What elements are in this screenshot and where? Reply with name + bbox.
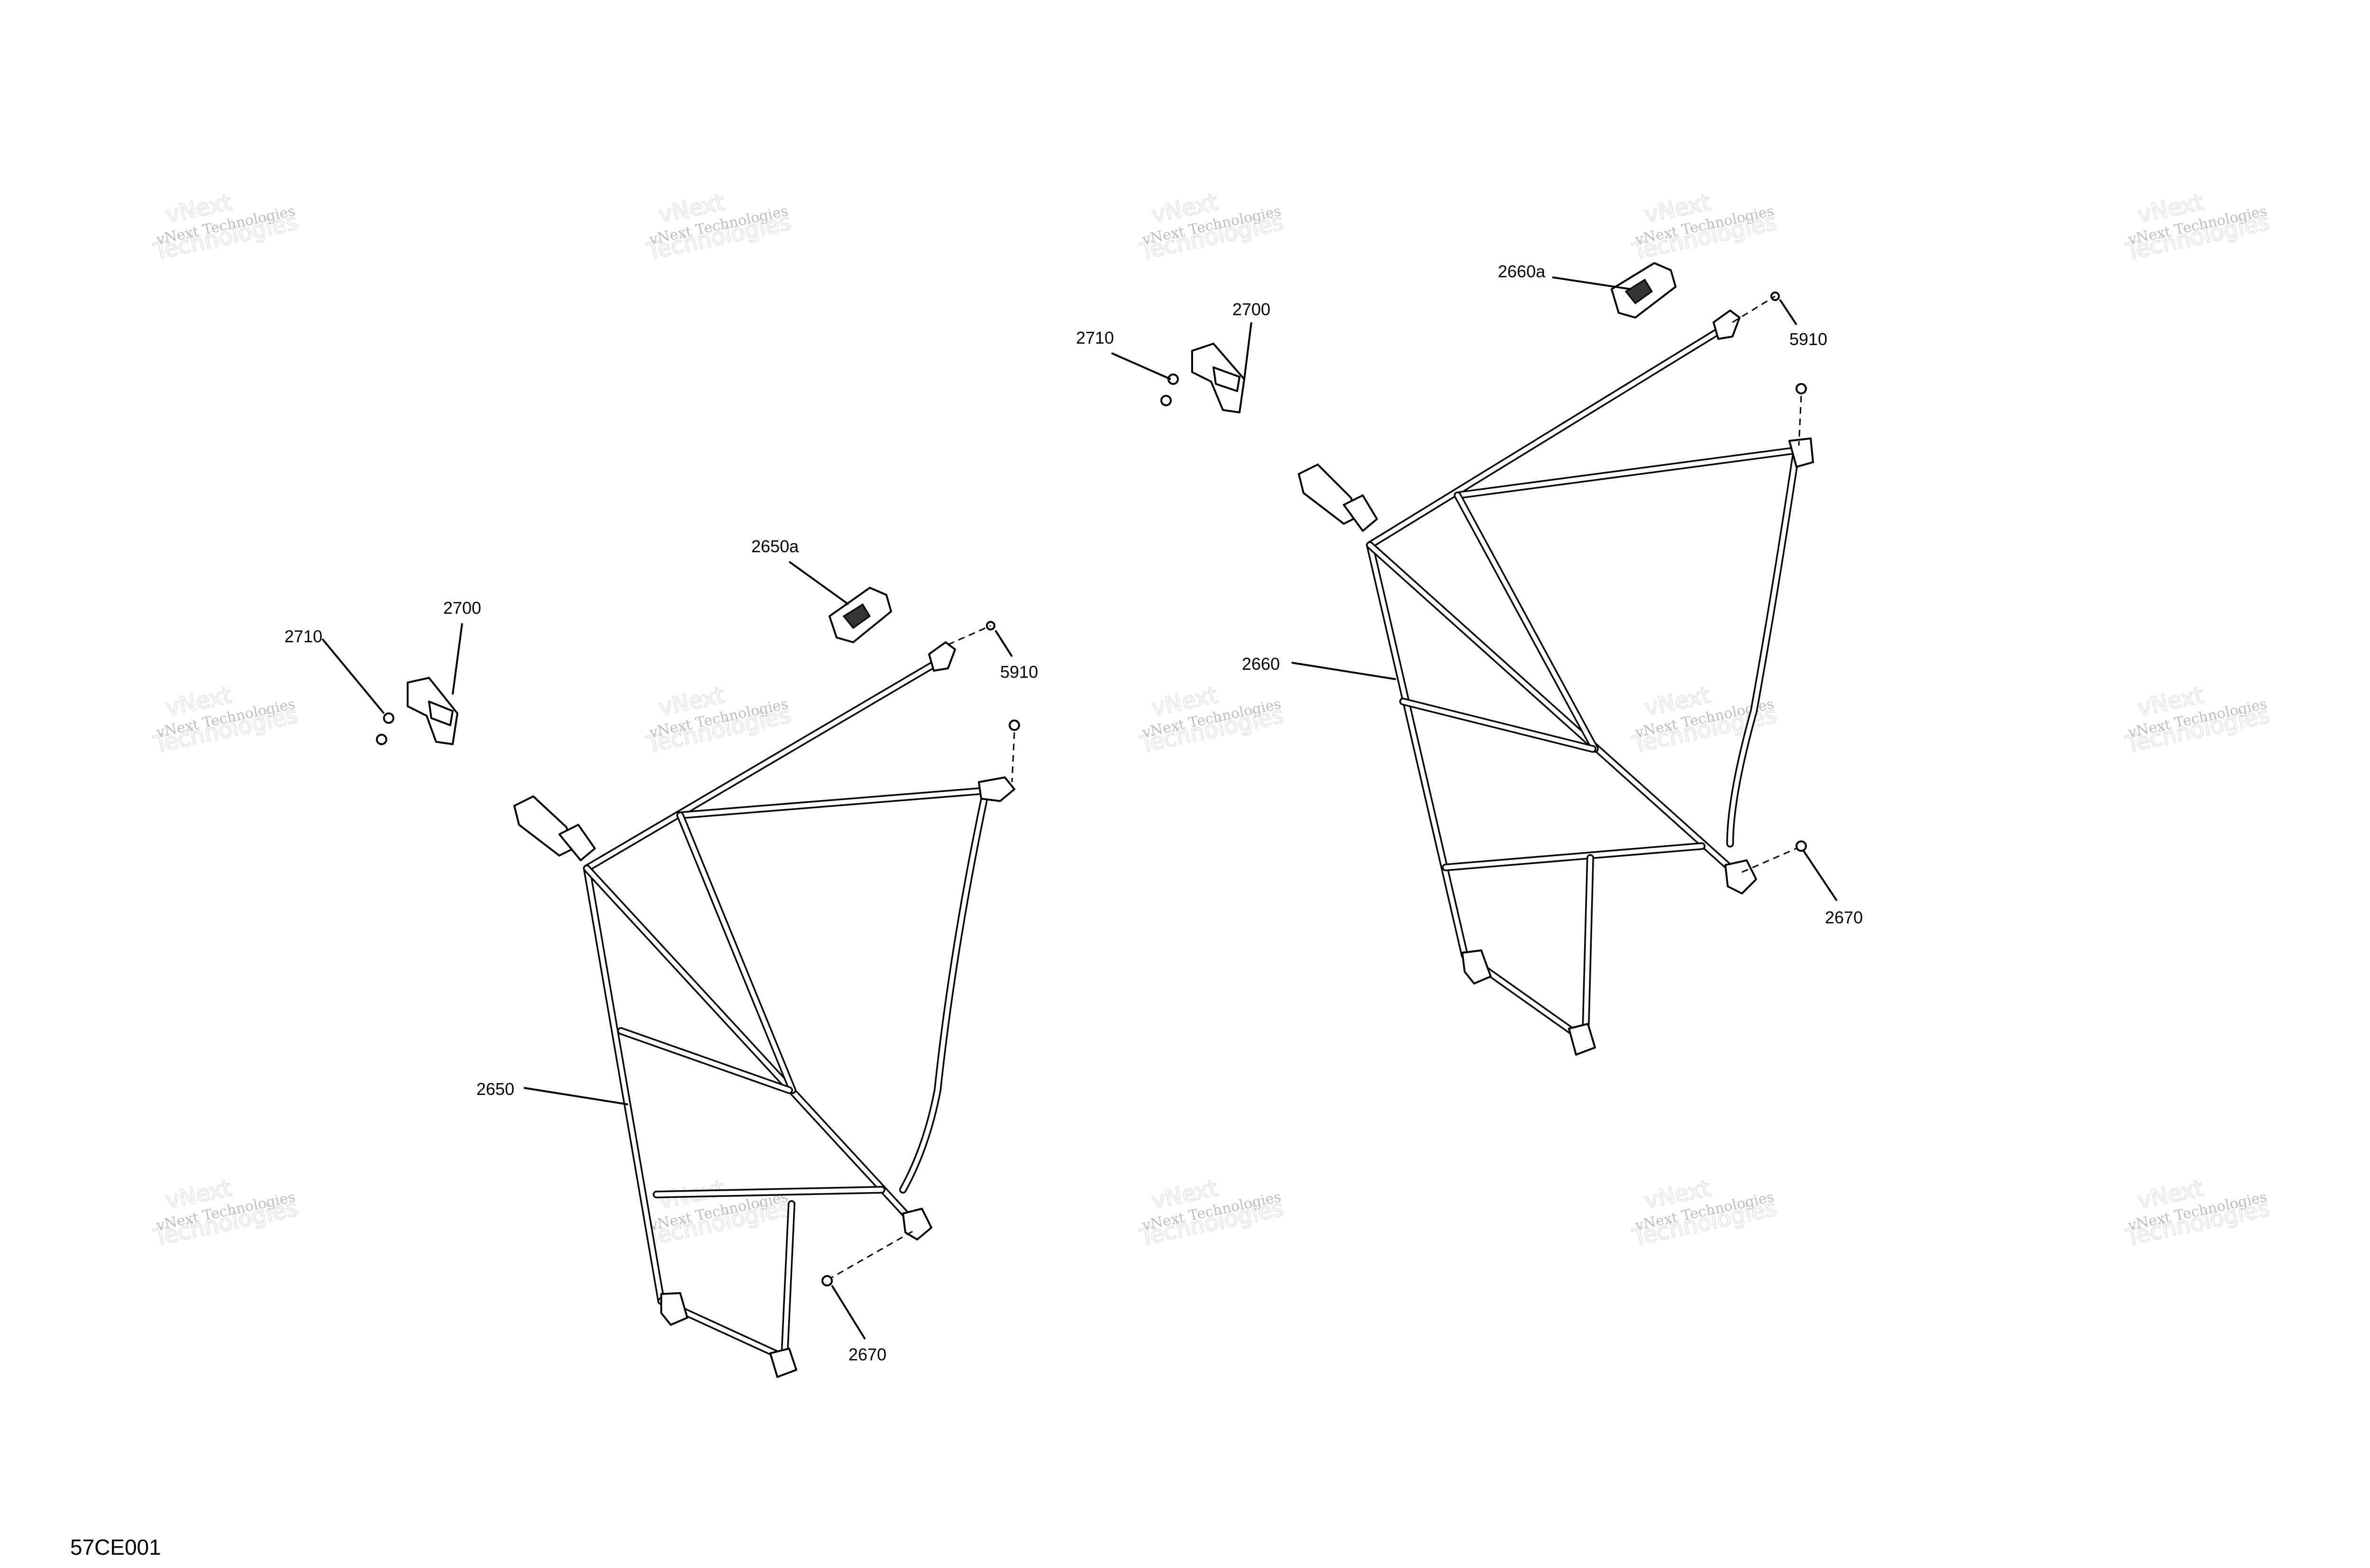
leader-line: [1803, 850, 1838, 902]
right-screw-2710: [1160, 374, 1179, 406]
watermark: vNext Technologies vNext Technologies: [644, 1175, 793, 1251]
callout-5910: 5910: [1000, 662, 1038, 682]
watermark: vNext Technologies vNext Technologies: [2123, 682, 2272, 758]
leader-line: [1291, 662, 1396, 680]
leader-line: [1779, 299, 1797, 326]
reference-code: 57CE001: [70, 1535, 161, 1559]
left-handle-bracket: [407, 677, 458, 745]
callout-5910: 5910: [1789, 329, 1827, 349]
callout-2660: 2660: [1242, 654, 1280, 674]
watermark: vNext Technologies vNext Technologies: [151, 189, 301, 265]
callout-2670: 2670: [1825, 908, 1863, 927]
watermark: vNext Technologies vNext Technologies: [1630, 189, 1779, 265]
callout-2710: 2710: [1076, 328, 1114, 347]
callout-2700: 2700: [443, 598, 481, 618]
leader-line: [1243, 322, 1252, 380]
watermarks: vNext Technologies vNext Technologies vN…: [151, 189, 2272, 1251]
leader-line: [452, 623, 463, 695]
watermark: vNext Technologies vNext Technologies: [1630, 1175, 1779, 1251]
watermark: vNext Technologies vNext Technologies: [1137, 1175, 1286, 1251]
watermark: vNext Technologies vNext Technologies: [644, 189, 793, 265]
right-assembly: 2660 2660a 2700 2710 5910 2670: [1076, 262, 1863, 1056]
callout-2650: 2650: [476, 1079, 514, 1099]
right-net-frame: [1298, 310, 1814, 1056]
watermark: vNext Technologies vNext Technologies: [1137, 189, 1286, 265]
watermark: vNext Technologies vNext Technologies: [2123, 189, 2272, 265]
leader-line: [1552, 276, 1631, 290]
left-assembly: 2650 2650a 2700 2710 5910 2670: [284, 537, 1038, 1378]
leader-line: [1111, 352, 1171, 380]
leader-line: [831, 1285, 866, 1340]
watermark: vNext Technologies vNext Technologies: [1137, 682, 1286, 758]
right-screw-5910: [1732, 292, 1807, 446]
right-strap: [1611, 262, 1677, 319]
callout-2710: 2710: [284, 627, 322, 646]
watermark: vNext Technologies vNext Technologies: [151, 682, 301, 758]
right-handle-bracket: [1191, 343, 1245, 413]
callout-2700: 2700: [1232, 300, 1270, 319]
leader-line: [994, 629, 1013, 657]
watermark: vNext Technologies vNext Technologies: [644, 682, 793, 758]
watermark: vNext Technologies vNext Technologies: [2123, 1175, 2272, 1251]
leader-line: [788, 561, 849, 605]
callout-2660a: 2660a: [1498, 262, 1546, 281]
left-strap: [829, 587, 892, 643]
right-screw-2670: [1741, 840, 1807, 873]
callout-2650a: 2650a: [751, 537, 799, 556]
leader-line: [321, 638, 385, 714]
callout-2670: 2670: [848, 1345, 886, 1364]
watermark: vNext Technologies vNext Technologies: [151, 1175, 301, 1251]
left-screw-2710: [376, 712, 394, 745]
leader-line: [523, 1087, 629, 1105]
left-net-frame: [513, 641, 1015, 1378]
left-screw-5910: [948, 621, 1020, 783]
left-screw-2670: [821, 1231, 913, 1286]
